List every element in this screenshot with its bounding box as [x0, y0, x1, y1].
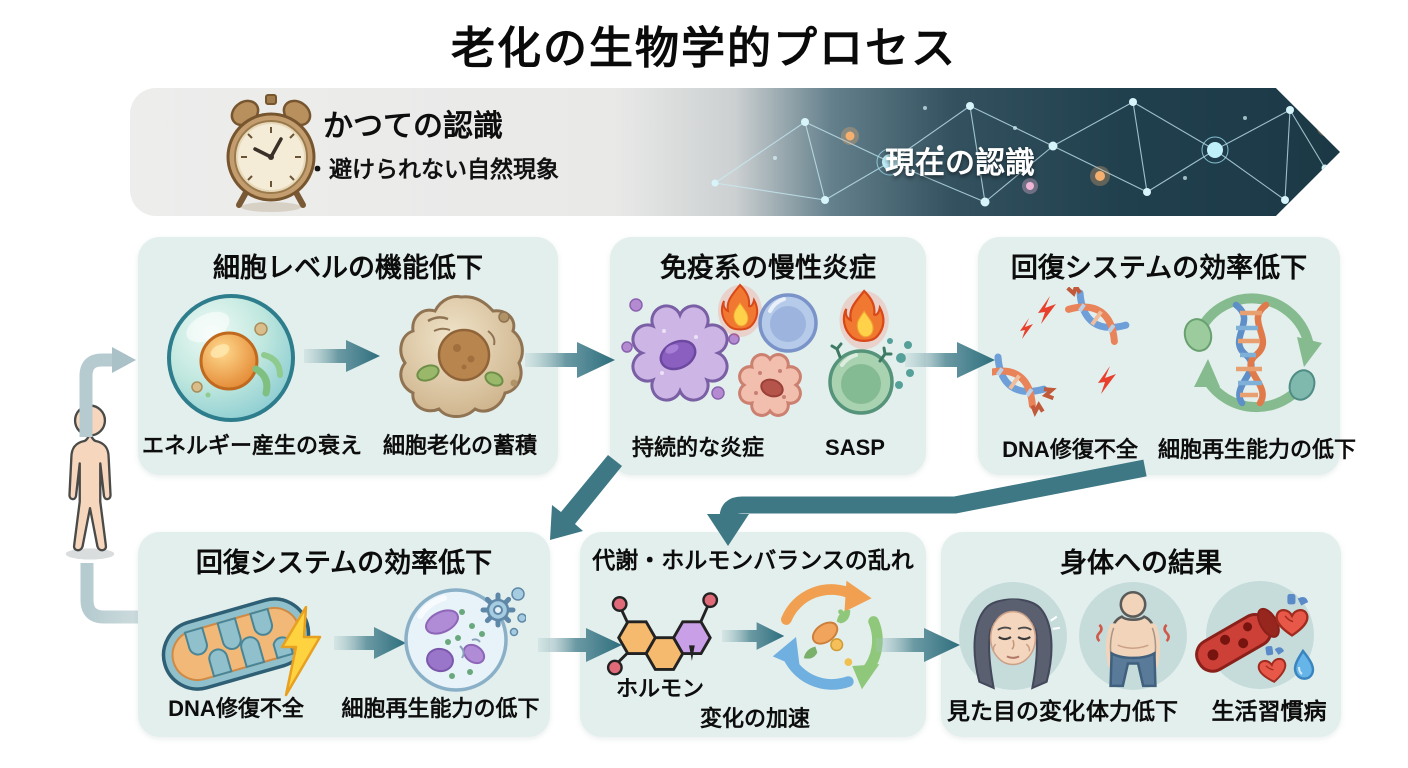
- aging-face-illustration: [959, 582, 1067, 690]
- panel-repair-decline-top: 回復システムの効率低下: [978, 237, 1357, 475]
- past-perception-bullet: ・避けられない自然現象: [306, 156, 559, 182]
- hormone-molecule-illustration: [606, 592, 719, 676]
- broken-dna-illustration: [992, 287, 1130, 418]
- connector-arrow-panel4-to-panel5: [538, 628, 622, 662]
- arrow-right-icon: [722, 622, 785, 650]
- panel-title: 代謝・ホルモンバランスの乱れ: [592, 547, 914, 573]
- caption-lifestyle-disease: 生活習慣病: [1211, 698, 1327, 724]
- heart-icon: [1257, 645, 1287, 683]
- metabolic-cycle-illustration: [772, 580, 883, 690]
- connector-figure-to-bottom-row: [80, 563, 238, 624]
- page-title: 老化の生物学的プロセス: [451, 24, 957, 73]
- healthy-cell-illustration: [167, 294, 295, 422]
- panel-immune-inflammation: 免疫系の慢性炎症: [610, 237, 926, 475]
- panel-title: 身体への結果: [1060, 548, 1222, 578]
- caption-senescence-accumulation: 細胞老化の蓄積: [382, 433, 537, 458]
- perception-banner: かつての認識 ・避けられない自然現象 現在の認識: [130, 88, 1340, 216]
- damage-spark-icon: [1020, 296, 1116, 394]
- arrow-right-icon: [304, 340, 380, 372]
- caption-appearance-change: 見た目の変化: [947, 698, 1085, 724]
- caption-dna-repair-failure: DNA修復不全: [1002, 437, 1138, 462]
- vessel-heart-disease-illustration: [1195, 581, 1315, 689]
- regenerating-cell-illustration: [404, 587, 526, 692]
- water-drop-icon: [1293, 648, 1315, 680]
- caption-accelerated-change: 変化の加速: [699, 706, 810, 731]
- panel-repair-decline-bottom: 回復システムの効率低下: [138, 532, 550, 737]
- flame-icon: [718, 283, 762, 337]
- senescent-cell-illustration: [399, 295, 524, 418]
- caption-persistent-inflammation: 持続的な炎症: [631, 435, 764, 460]
- lightning-bolt-icon: [280, 606, 322, 697]
- connector-arrow-panel2-to-panel4: [550, 455, 622, 540]
- connector-figure-to-top-row: [79, 347, 136, 437]
- gear-icon: [480, 592, 516, 628]
- panel-title: 回復システムの効率低下: [195, 548, 493, 578]
- caption-energy-decline: エネルギー産生の衰え: [142, 433, 363, 458]
- arrow-right-icon: [334, 627, 406, 659]
- past-perception-title: かつての認識: [323, 110, 503, 143]
- neural-network-graphic: [711, 98, 1333, 207]
- heart-icon: [1275, 594, 1309, 637]
- connector-arrow-panel3-to-panel5: [707, 459, 1147, 546]
- caption-stamina-decline: 体力低下: [1086, 698, 1178, 724]
- connector-arrow-panel5-to-panel6: [876, 628, 960, 662]
- panel-metabolic-hormone-imbalance: 代謝・ホルモンバランスの乱れ: [580, 532, 926, 737]
- panel-body-outcomes: 身体への結果: [941, 532, 1341, 737]
- panel-title: 回復システムの効率低下: [1010, 253, 1308, 283]
- flame-icon: [839, 289, 889, 350]
- panel-title: 免疫系の慢性炎症: [660, 253, 876, 283]
- alarm-clock-icon: [226, 94, 316, 212]
- caption-sasp: SASP: [825, 435, 885, 460]
- connector-arrow-panel1-to-panel2: [525, 342, 615, 378]
- immune-cells-illustration: [621, 283, 914, 417]
- panel-title: 細胞レベルの機能低下: [213, 253, 483, 283]
- caption-hormone: ホルモン: [615, 676, 704, 701]
- connector-arrow-panel2-to-panel3: [905, 342, 995, 378]
- present-perception-title: 現在の認識: [885, 147, 1035, 180]
- mitochondria-illustration: [161, 597, 311, 691]
- caption-regeneration-decline: 細胞再生能力の低下: [1158, 437, 1357, 462]
- weak-posture-illustration: [1079, 582, 1187, 690]
- dna-regeneration-illustration: [1183, 293, 1322, 413]
- banner-gradient-arrow: [130, 88, 1340, 216]
- caption-regeneration-decline: 細胞再生能力の低下: [341, 696, 540, 721]
- panel-cell-function-decline: 細胞レベルの機能低下 エネルギー産生の衰え: [138, 237, 558, 475]
- caption-dna-repair-failure: DNA修復不全: [168, 696, 304, 721]
